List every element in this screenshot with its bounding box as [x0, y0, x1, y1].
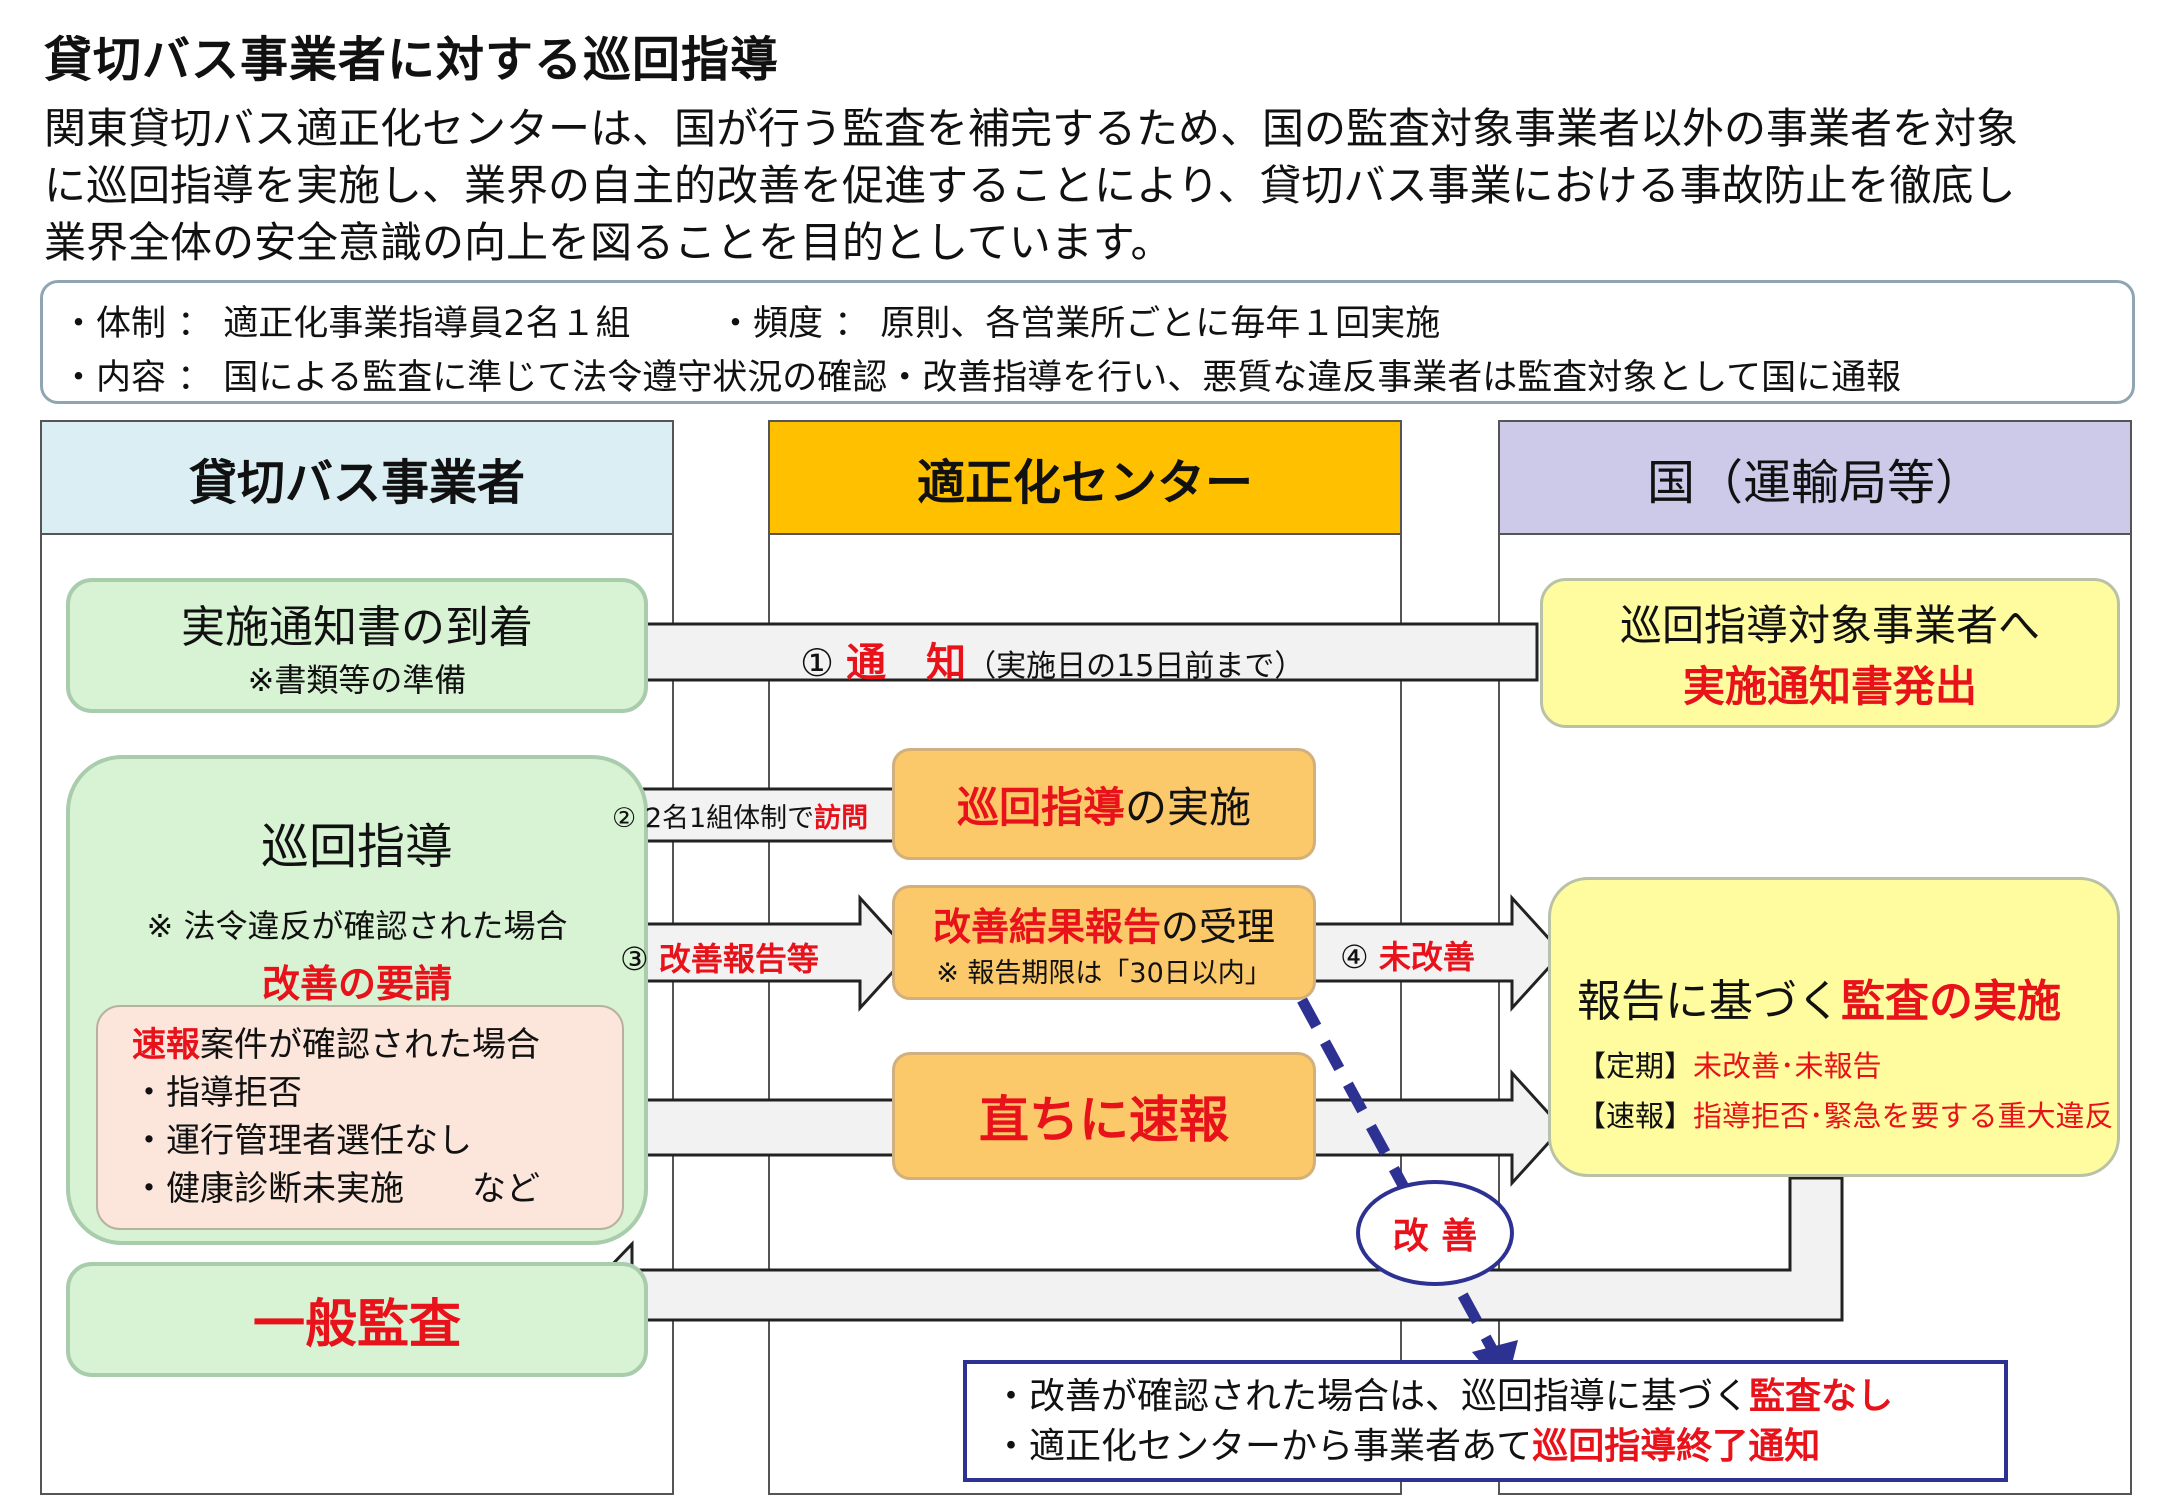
audit-label-red: 監査の実施: [1841, 976, 2061, 1027]
result-line-1-black: ・改善が確認された場合は、巡回指導に基づく: [993, 1376, 1750, 1417]
audit-periodic-text: 未改善･未報告: [1693, 1049, 1882, 1083]
intro-line: 業界全体の安全意識の向上を図ることを目的としています。: [44, 218, 1173, 267]
notice-target-label: 巡回指導対象事業者へ: [1619, 601, 2040, 650]
quick-report-item: ・運行管理者選任なし: [132, 1121, 472, 1161]
arrow-visit-num: ②: [612, 803, 637, 834]
intro-line: に巡回指導を実施し、業界の自主的改善を促進することにより、貸切バス事業における事…: [44, 161, 2016, 210]
audit-periodic: 【定期】未改善･未報告: [1577, 1043, 2117, 1085]
arrow-visit-text: 2名1組体制で: [644, 803, 815, 834]
notice-prep-label: ※書類等の準備: [247, 660, 467, 699]
arrow-unimproved-label: ④ 未改善: [1340, 932, 1475, 978]
report-deadline-label: ※ 報告期限は「30日以内」: [936, 957, 1272, 989]
page-title: 貸切バス事業者に対する巡回指導: [44, 32, 780, 88]
quick-report-red: 速報: [132, 1025, 200, 1065]
arrow-visit-red: 訪問: [814, 803, 869, 834]
center-header: 適正化センター: [768, 420, 1402, 535]
intro-text: 関東貸切バス適正化センターは、国が行う監査を補完するため、国の監査対象事業者以外…: [44, 100, 2144, 271]
quick-report-item: ・指導拒否: [132, 1073, 302, 1113]
improvement-label: 改 善: [1392, 1216, 1478, 1257]
audit-label: 報告に基づく監査の実施: [1577, 965, 2117, 1029]
patrol-execution-red: 巡回指導: [956, 782, 1125, 832]
arrow-notice-label: ① 通 知（実施日の15日前まで）: [800, 630, 1304, 688]
info-box: ・体制 ： 適正化事業指導員2名１組 ・頻度 ： 原則、各営業所ごとに毎年１回実…: [40, 280, 2135, 404]
arrow-notice-num: ①: [800, 641, 835, 685]
result-report-box: 改善結果報告の受理 ※ 報告期限は「30日以内」: [892, 885, 1316, 1000]
arrow-notice-red: 通 知: [846, 640, 967, 686]
quick-report-text: 案件が確認された場合: [200, 1025, 540, 1065]
immediate-report-label: 直ちに速報: [979, 1091, 1229, 1149]
info-structure: ・体制 ： 適正化事業指導員2名１組: [61, 304, 631, 344]
arrow-improve-red: 改善報告等: [658, 940, 819, 978]
result-box: ・改善が確認された場合は、巡回指導に基づく監査なし ・適正化センターから事業者あ…: [963, 1360, 2008, 1482]
result-line-2: ・適正化センターから事業者あて巡回指導終了通知: [993, 1422, 2004, 1472]
improvement-circle: 改 善: [1356, 1180, 1514, 1286]
immediate-report-box: 直ちに速報: [892, 1052, 1316, 1180]
arrow-visit-label: ② 2名1組体制で訪問: [612, 796, 868, 835]
audit-box: 報告に基づく監査の実施 【定期】未改善･未報告 【速報】指導拒否･緊急を要する重…: [1548, 877, 2120, 1177]
patrol-execution-box: 巡回指導の実施: [892, 748, 1316, 860]
audit-periodic-label: 【定期】: [1577, 1049, 1694, 1083]
arrow-unimproved-red: 未改善: [1378, 938, 1475, 976]
notice-issue-box: 巡回指導対象事業者へ 実施通知書発出: [1540, 578, 2120, 728]
result-line-2-red: 巡回指導終了通知: [1532, 1426, 1821, 1467]
patrol-label: 巡回指導: [260, 819, 453, 875]
arrow-unimproved: [1308, 894, 1565, 1012]
arrow-unimproved-num: ④: [1340, 938, 1369, 976]
result-report-red: 改善結果報告: [932, 904, 1161, 949]
operator-header: 貸切バス事業者: [40, 420, 674, 535]
patrol-execution-black: の実施: [1125, 782, 1252, 832]
intro-line: 関東貸切バス適正化センターは、国が行う監査を補完するため、国の監査対象事業者以外…: [44, 104, 2019, 153]
result-line-2-black: ・適正化センターから事業者あて: [993, 1426, 1533, 1467]
arrow-general-audit: [579, 1176, 1844, 1352]
quick-report-item: ・健康診断未実施 など: [132, 1169, 540, 1209]
arrow-improve-label: ③ 改善報告等: [620, 934, 819, 980]
info-frequency: ・頻度 ： 原則、各営業所ごとに毎年１回実施: [718, 304, 1441, 344]
quick-report-box: 速報案件が確認された場合 ・指導拒否 ・運行管理者選任なし ・健康診断未実施 な…: [96, 1005, 624, 1230]
general-audit-label: 一般監査: [252, 1295, 461, 1355]
notice-issue-label: 実施通知書発出: [1682, 662, 1977, 711]
result-report-black: の受理: [1161, 904, 1276, 949]
general-audit-box: 一般監査: [66, 1262, 648, 1377]
notice-arrival-label: 実施通知書の到着: [181, 601, 533, 653]
improve-request-label: 改善の要請: [261, 962, 452, 1006]
government-header: 国（運輸局等）: [1498, 420, 2132, 535]
patrol-execution-label: 巡回指導の実施: [957, 774, 1251, 835]
result-line-1-red: 監査なし: [1749, 1376, 1894, 1417]
arrow-notice-note: （実施日の15日前まで）: [966, 649, 1305, 684]
result-report-label: 改善結果報告の受理: [933, 896, 1275, 951]
improvement-dashed-line: [1297, 997, 1502, 1361]
violation-case-label: ※ 法令違反が確認された場合: [146, 907, 568, 945]
audit-quick-label: 【速報】: [1577, 1099, 1694, 1133]
info-content: ・内容 ： 国による監査に準じて法令遵守状況の確認・改善指導を行い、悪質な違反事…: [61, 358, 1902, 398]
audit-quick: 【速報】指導拒否･緊急を要する重大違反: [1577, 1093, 2117, 1135]
audit-quick-text: 指導拒否･緊急を要する重大違反: [1693, 1099, 2114, 1133]
notice-arrival-box: 実施通知書の到着 ※書類等の準備: [66, 578, 648, 713]
quick-report-heading: 速報案件が確認された場合: [132, 1021, 622, 1069]
arrow-improve-num: ③: [620, 940, 649, 978]
audit-label-black: 報告に基づく: [1577, 976, 1841, 1027]
result-line-1: ・改善が確認された場合は、巡回指導に基づく監査なし: [993, 1372, 2004, 1422]
